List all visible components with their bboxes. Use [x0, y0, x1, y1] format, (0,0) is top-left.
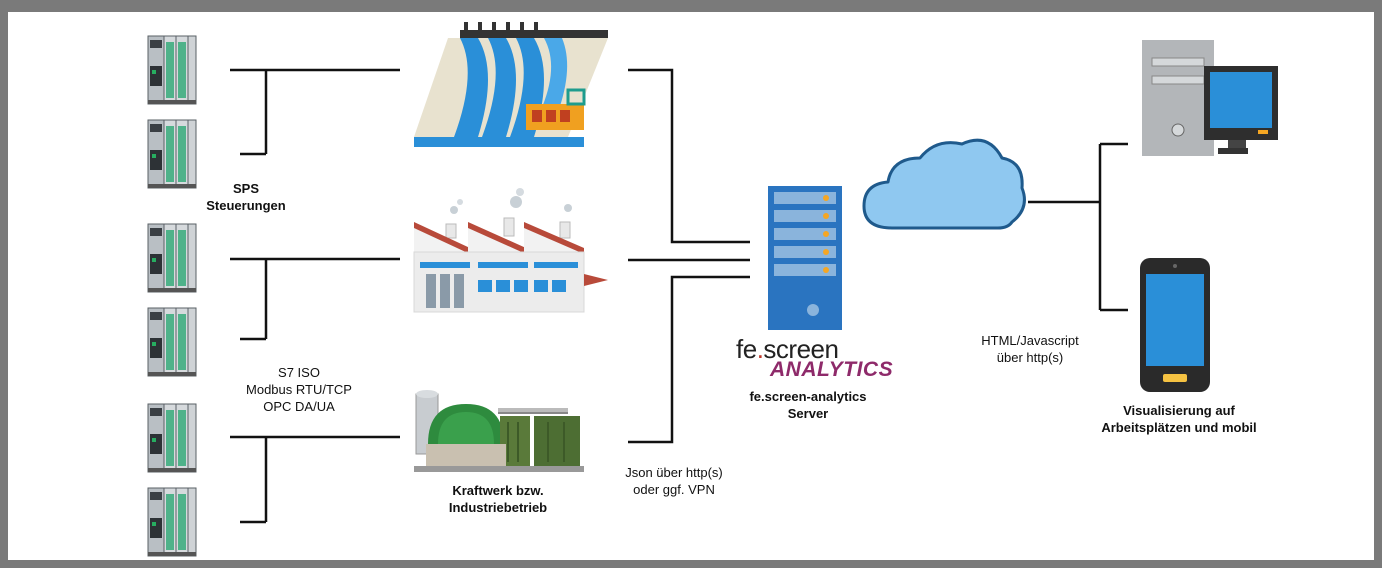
plant-label-line2: Industriebetrieb [448, 500, 548, 515]
plant-label-line1: Kraftwerk bzw. [452, 483, 544, 498]
sps-label: SPS Steuerungen [186, 180, 306, 214]
protocols-label-line2: Modbus RTU/TCP [246, 382, 352, 397]
biogas-plant-icon [414, 390, 584, 472]
plc-group-1 [147, 35, 197, 189]
desktop-computer-icon [1142, 40, 1278, 156]
protocols-label-line1: S7 ISO [278, 365, 320, 380]
plant-label: Kraftwerk bzw. Industriebetrieb [438, 482, 558, 516]
html-label-line2: über http(s) [996, 350, 1064, 365]
plc-icon [147, 35, 197, 105]
logo-top-suffix: screen [763, 334, 839, 364]
logo-bottom: ANALYTICS [770, 358, 894, 381]
plc-icon [147, 223, 197, 293]
connection-lines [230, 68, 1128, 524]
sps-label-line2: Steuerungen [206, 198, 286, 213]
plc-icon [147, 487, 197, 557]
architecture-diagram [147, 22, 1278, 557]
visual-label: Visualisierung auf Arbeitsplätzen und mo… [1094, 402, 1264, 436]
server-label-line2: Server [787, 406, 829, 421]
protocols-label: S7 ISO Modbus RTU/TCP OPC DA/UA [244, 364, 354, 415]
factory-icon [413, 188, 608, 313]
plc-group-2 [147, 223, 197, 377]
plc-icon [147, 403, 197, 473]
visual-label-line2: Arbeitsplätzen und mobil [1101, 420, 1257, 435]
json-label: Json über http(s) oder ggf. VPN [614, 464, 734, 498]
logo-top-dot: . [756, 334, 764, 364]
logo-top-prefix: fe [736, 334, 757, 364]
protocols-label-line3: OPC DA/UA [263, 399, 335, 414]
diagram-canvas: SPS Steuerungen S7 ISO Modbus RTU/TCP OP… [8, 12, 1374, 560]
cloud-icon [862, 138, 1026, 230]
plc-group-3 [147, 403, 197, 557]
html-label-line1: HTML/Javascript [981, 333, 1079, 348]
visual-label-line1: Visualisierung auf [1123, 403, 1235, 418]
smartphone-icon [1140, 258, 1210, 392]
json-label-line1: Json über http(s) [625, 465, 723, 480]
html-label: HTML/Javascript über http(s) [970, 332, 1090, 366]
sps-label-line1: SPS [232, 181, 259, 196]
json-label-line2: oder ggf. VPN [633, 482, 715, 497]
plc-icon [147, 119, 197, 189]
server-label-line1: fe.screen-analytics [749, 389, 867, 404]
plc-icon [147, 307, 197, 377]
server-icon [768, 186, 842, 330]
hydro-dam-icon [414, 22, 608, 147]
server-label: fe.screen-analytics Server [738, 388, 878, 422]
logo-top: fe.screen [736, 334, 839, 365]
